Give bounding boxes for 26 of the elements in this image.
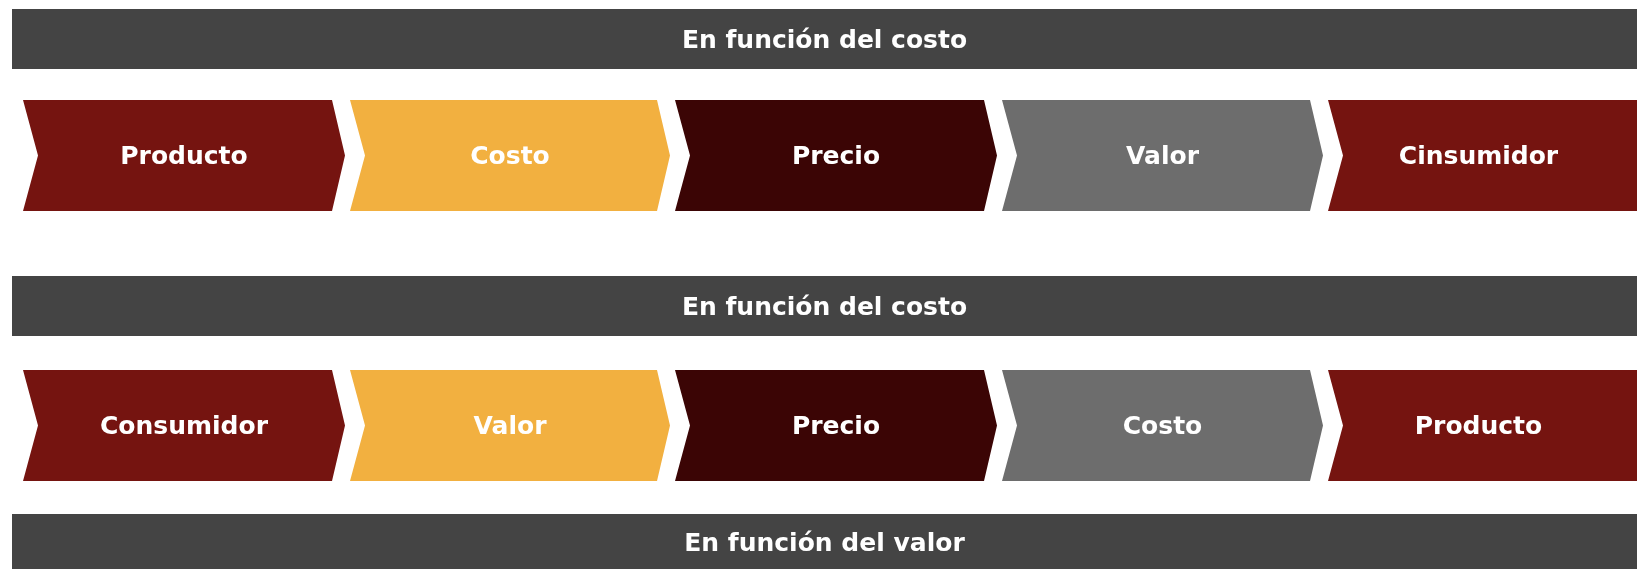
- step-label: Valor: [473, 411, 547, 440]
- band-title: En función del costo: [681, 24, 968, 54]
- step-label: Precio: [791, 411, 881, 440]
- step-label: Costo: [1122, 411, 1203, 440]
- chevron-step: [675, 370, 997, 481]
- chevron-step: [23, 100, 345, 211]
- chevron-step: [1002, 370, 1323, 481]
- band-title: En función del valor: [684, 527, 965, 557]
- step-label: Producto: [120, 141, 248, 170]
- chevron-step: [1002, 100, 1323, 211]
- header-band: [12, 514, 1637, 569]
- step-label: Consumidor: [100, 411, 268, 440]
- step-label: Producto: [1414, 411, 1543, 440]
- chevron-step: [675, 100, 997, 211]
- step-label: Precio: [791, 141, 881, 170]
- band-title: En función del costo: [681, 291, 968, 321]
- step-label: Cinsumidor: [1398, 141, 1559, 170]
- chevron-step: [1328, 100, 1637, 211]
- step-label: Costo: [470, 141, 550, 170]
- chevron-step: [1328, 370, 1637, 481]
- chevron-step: [350, 370, 670, 481]
- chevron-step: [350, 100, 670, 211]
- header-band: [12, 276, 1637, 336]
- step-label: Valor: [1126, 141, 1199, 170]
- chevron-step: [23, 370, 345, 481]
- header-band: [12, 9, 1637, 69]
